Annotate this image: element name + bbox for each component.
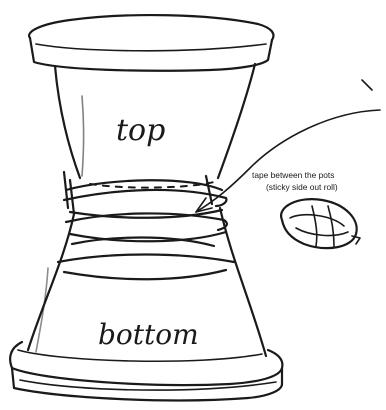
top-pot-rim [29,15,273,71]
bottom-pot-label: bottom [98,318,199,351]
top-pot-label: top [116,113,165,148]
pot-junction [64,172,214,214]
annotation-line-1: tape between the pots [252,170,334,180]
pointer-arrow [196,80,380,212]
annotation-line-2: (sticky side out roll) [266,182,338,192]
tape-wraps [58,180,234,279]
tape-roll-icon [281,199,360,248]
